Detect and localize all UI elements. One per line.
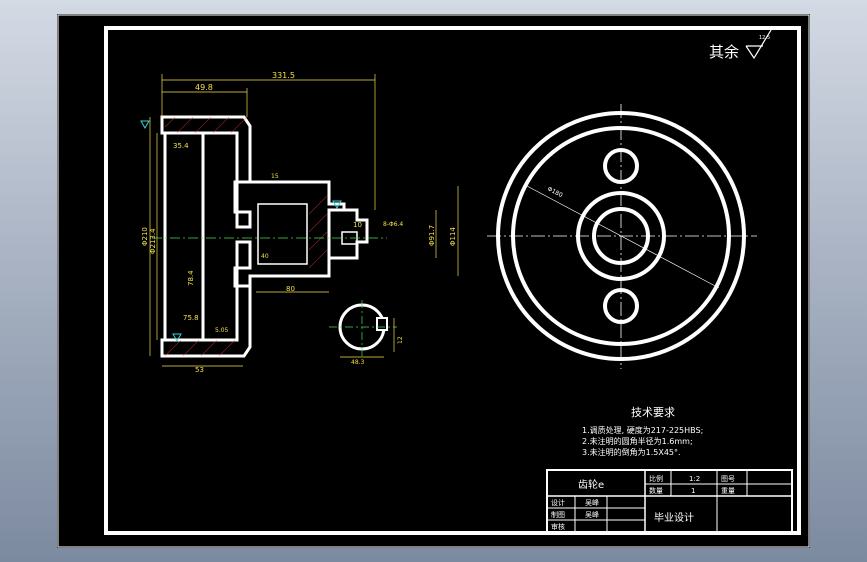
weight-label: 重量	[721, 487, 735, 495]
title-block-grid	[546, 469, 793, 533]
project-name: 毕业设计	[654, 511, 694, 524]
cad-sheet: 其余 12.5	[57, 14, 810, 548]
dim-inner-depth: 78.4	[187, 270, 195, 286]
dim-hub-diameter: Φ114	[449, 227, 457, 246]
dim-key-depth: 12	[397, 336, 404, 344]
dim-front-circle: Φ180	[546, 186, 564, 200]
scale-value: 1:2	[689, 475, 700, 483]
outer-frame	[57, 14, 810, 548]
dim-rim-width: 49.8	[195, 83, 213, 92]
requirements-title: 技术要求	[631, 406, 675, 419]
drafter-name: 吴峰	[585, 510, 599, 519]
scale-label: 比例	[649, 474, 663, 483]
part-name: 齿轮e	[578, 478, 604, 491]
section-view	[140, 115, 387, 358]
drafter-label: 制图	[551, 510, 565, 519]
dim-bore-note: 8-Φ6.4	[383, 221, 403, 228]
dim-outer-diameter: Φ210	[141, 227, 149, 246]
quantity-label: 数量	[649, 486, 663, 495]
dim-rim-left: 35.4	[173, 142, 189, 150]
designer-name: 吴峰	[585, 498, 599, 507]
sheet-label: 图号	[721, 475, 735, 483]
dim-small-gap: 10	[353, 221, 362, 229]
dim-hub-length: 80	[286, 285, 295, 293]
requirement-item-2: 2.未注明的圆角半径为1.6mm;	[582, 436, 693, 446]
key-section-detail	[329, 300, 397, 358]
surface-roughness-icon: 12.5	[745, 29, 772, 60]
front-view	[487, 104, 757, 369]
drawing-viewport[interactable]: 其余 12.5	[57, 14, 810, 548]
dimension-lines	[149, 74, 459, 367]
requirement-item-3: 3.未注明的倒角为1.5X45°.	[582, 447, 681, 457]
dim-bottom-width: 53	[195, 366, 204, 374]
reviewer-label: 审核	[551, 522, 565, 531]
dim-overall-length: 331.5	[272, 71, 295, 80]
surface-note: 其余	[709, 43, 739, 61]
dim-lower-depth: 75.8	[183, 314, 199, 322]
quantity-value: 1	[691, 487, 695, 495]
svg-text:12.5: 12.5	[759, 35, 770, 41]
dim-pitch-diameter: Φ213.4	[149, 228, 157, 254]
dim-groove: 15	[271, 173, 279, 180]
dim-chamfer: 5.05	[215, 327, 229, 334]
dim-hub-inner: Φ91.7	[428, 225, 436, 246]
drawing-border	[104, 26, 801, 535]
dim-hub-step: 40	[261, 253, 269, 260]
designer-label: 设计	[551, 498, 565, 507]
requirement-item-1: 1.调质处理, 硬度为217-225HBS;	[582, 425, 703, 435]
dim-key-width: 48.3	[351, 359, 365, 366]
